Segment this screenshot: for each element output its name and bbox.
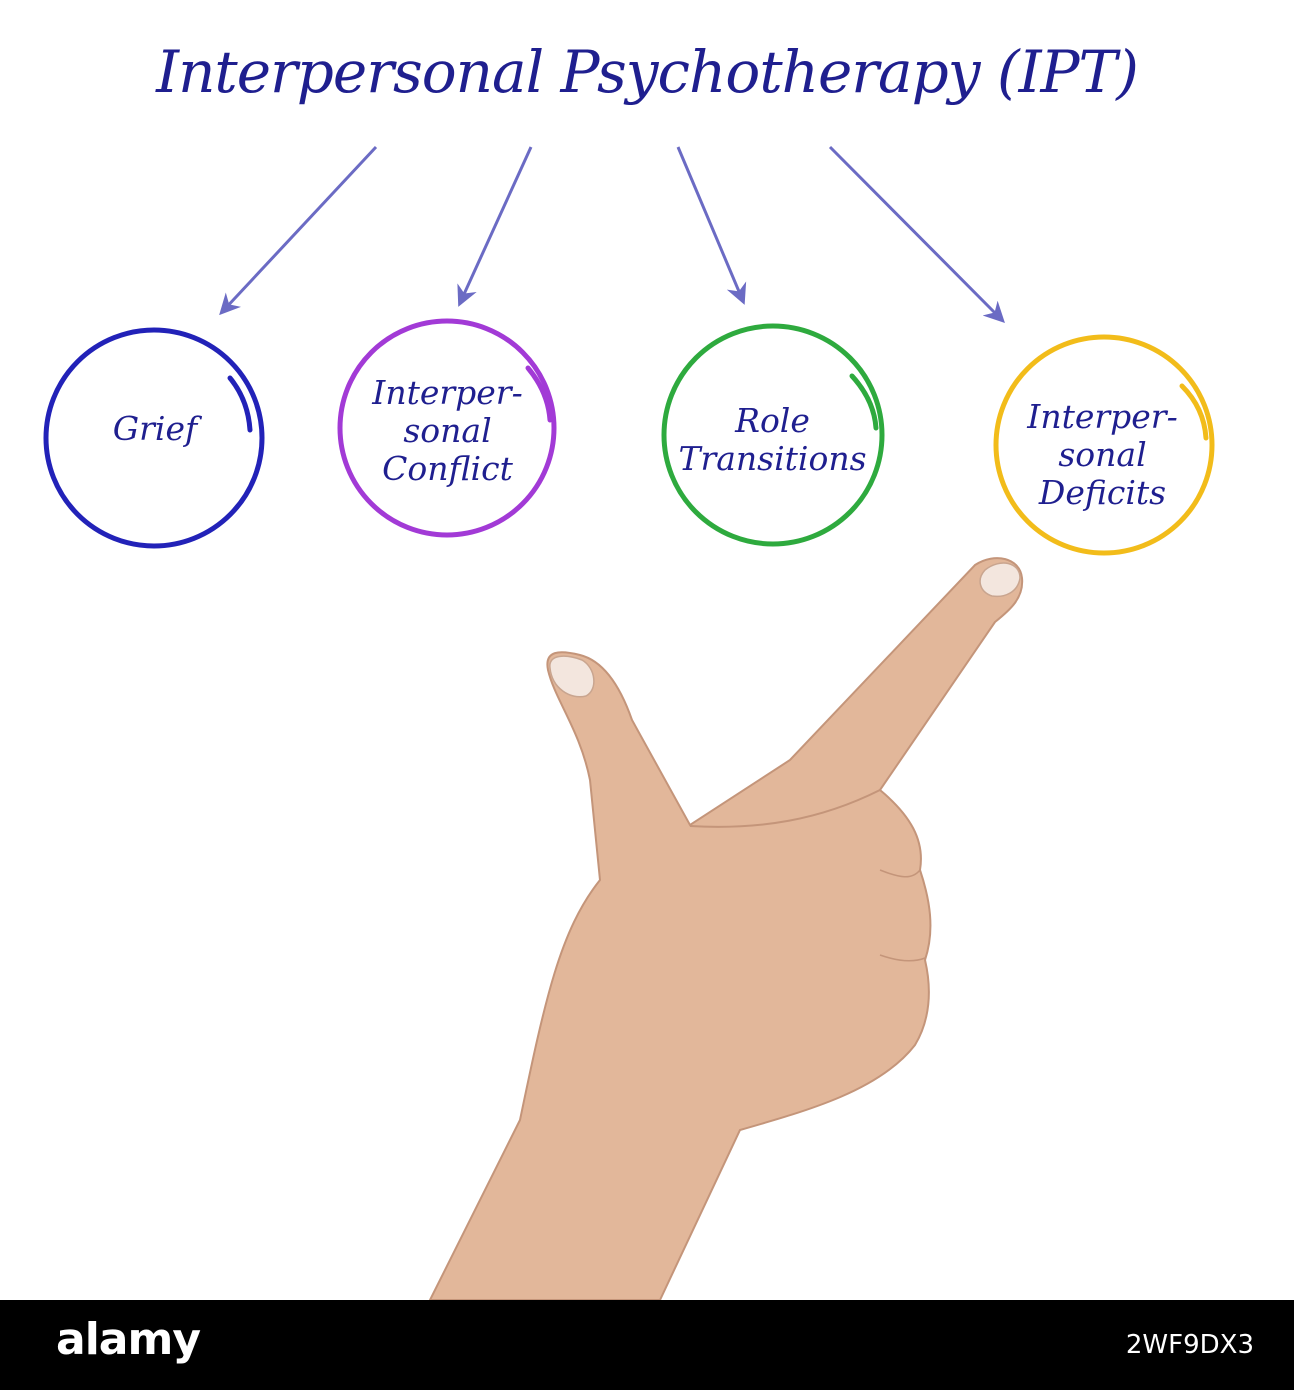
node-label-interpersonal-conflict: Interper- sonal Conflict — [372, 373, 523, 488]
diagram-canvas: Interpersonal Psychotherapy (IPT) — [43, 38, 1215, 1300]
node-label-interpersonal-deficits: Interper- sonal Deficits — [1027, 397, 1178, 512]
pointing-hand-icon — [428, 557, 1024, 1300]
circle-interpersonal-deficits — [993, 334, 1215, 556]
arrow-to-grief — [219, 145, 378, 316]
circle-grief — [43, 327, 265, 549]
image-code: 2WF9DX3 — [1125, 1330, 1254, 1360]
node-label-grief: Grief — [112, 409, 198, 448]
arrow-to-role-transitions — [676, 146, 747, 305]
arrow-to-interpersonal-conflict — [457, 146, 533, 307]
brand-logo: alamy — [56, 1314, 201, 1365]
diagram-graphics — [43, 145, 1215, 1300]
diagram-title: Interpersonal Psychotherapy (IPT) — [156, 38, 1139, 106]
circle-interpersonal-conflict — [337, 318, 557, 538]
circle-role-transitions — [661, 323, 885, 547]
watermark-footer: alamy 2WF9DX3 — [0, 1300, 1294, 1390]
arrow-to-interpersonal-deficits — [828, 145, 1005, 323]
node-label-role-transitions: Role Transitions — [678, 401, 867, 478]
